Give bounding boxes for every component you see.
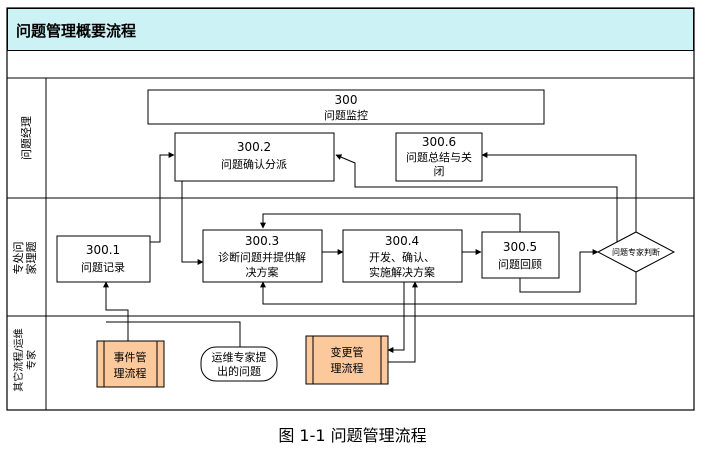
node-300-5-text: 问题回顾 xyxy=(498,258,542,271)
node-300-5: 300.5 问题回顾 xyxy=(481,231,560,279)
node-300-6-text-1: 问题总结与关 xyxy=(406,150,472,164)
node-300-3-text-2: 决方案 xyxy=(246,265,279,279)
title-bar xyxy=(7,8,694,51)
lane-label-other: 其它流程/运维 专家 xyxy=(12,328,38,391)
connectors xyxy=(103,152,637,363)
node-change-process: 变更管 理流程 xyxy=(305,335,389,385)
node-300-3: 300.3 诊断问题并提供解 决方案 xyxy=(202,229,323,283)
node-decision: 问题专家判断 xyxy=(596,231,676,273)
edge-300-5-to-decision xyxy=(519,249,599,293)
node-300-4-text-2: 实施解决方案 xyxy=(369,265,435,279)
edge-incident-to-300-1 xyxy=(103,281,129,341)
node-300-5-code: 300.5 xyxy=(503,240,537,254)
node-300-4-text-1: 开发、确认、 xyxy=(369,250,435,264)
node-expert-raised: 运维专家提 出的问题 xyxy=(200,346,278,382)
edge-300-5-to-300-3 xyxy=(260,213,521,232)
node-300-2-text: 问题确认分派 xyxy=(221,158,287,171)
node-decision-text: 问题专家判断 xyxy=(612,247,660,257)
node-300-1-code: 300.1 xyxy=(86,243,120,257)
node-change-text-2: 理流程 xyxy=(331,361,364,375)
edge-300-4-to-change xyxy=(387,282,405,353)
node-300-6-code: 300.6 xyxy=(422,135,456,149)
lane-label-manager: 问题经理 xyxy=(20,116,33,160)
node-300-1-text: 问题记录 xyxy=(81,261,125,274)
edge-300-1-to-300-2 xyxy=(150,152,175,243)
node-incident-process: 事件管 理流程 xyxy=(96,340,165,388)
edge-decision-to-300-6 xyxy=(481,152,637,232)
edge-300-2-to-300-3 xyxy=(181,181,204,265)
node-300-4: 300.4 开发、确认、 实施解决方案 xyxy=(342,229,463,283)
figure-caption: 图 1-1 问题管理流程 xyxy=(278,426,427,445)
node-change-text-1: 变更管 xyxy=(331,345,364,359)
node-expert-raised-text-2: 出的问题 xyxy=(217,364,261,378)
node-300-1: 300.1 问题记录 xyxy=(56,235,151,283)
node-300-6: 300.6 问题总结与关 闭 xyxy=(395,132,483,182)
node-300-2: 300.2 问题确认分派 xyxy=(174,132,335,182)
edge-change-to-300-4 xyxy=(388,281,418,363)
node-300-3-text-1: 诊断问题并提供解 xyxy=(218,250,306,264)
node-expert-raised-text-1: 运维专家提 xyxy=(212,350,267,364)
node-300-6-text-2: 闭 xyxy=(434,165,445,178)
node-300-4-code: 300.4 xyxy=(385,234,419,248)
svg-text:家理题: 家理题 xyxy=(24,242,38,275)
node-300-code: 300 xyxy=(335,93,358,107)
node-300-text: 问题监控 xyxy=(324,108,368,122)
node-300-3-code: 300.3 xyxy=(245,234,279,248)
svg-text:其它流程/运维: 其它流程/运维 xyxy=(12,328,25,391)
node-incident-text-2: 理流程 xyxy=(114,366,147,380)
node-300-2-code: 300.2 xyxy=(237,140,271,154)
lane-label-expert: 专处问 家理题 xyxy=(11,242,38,275)
svg-text:专处问: 专处问 xyxy=(11,242,25,275)
edge-decision-to-300-2 xyxy=(335,154,618,242)
diagram-title: 问题管理概要流程 xyxy=(16,22,136,40)
node-300: 300 问题监控 xyxy=(147,89,545,125)
node-incident-text-1: 事件管 xyxy=(114,350,147,364)
edge-expert-to-300-1 xyxy=(106,321,241,347)
svg-text:专家: 专家 xyxy=(25,350,38,370)
edge-decision-to-300-3 xyxy=(260,272,637,305)
